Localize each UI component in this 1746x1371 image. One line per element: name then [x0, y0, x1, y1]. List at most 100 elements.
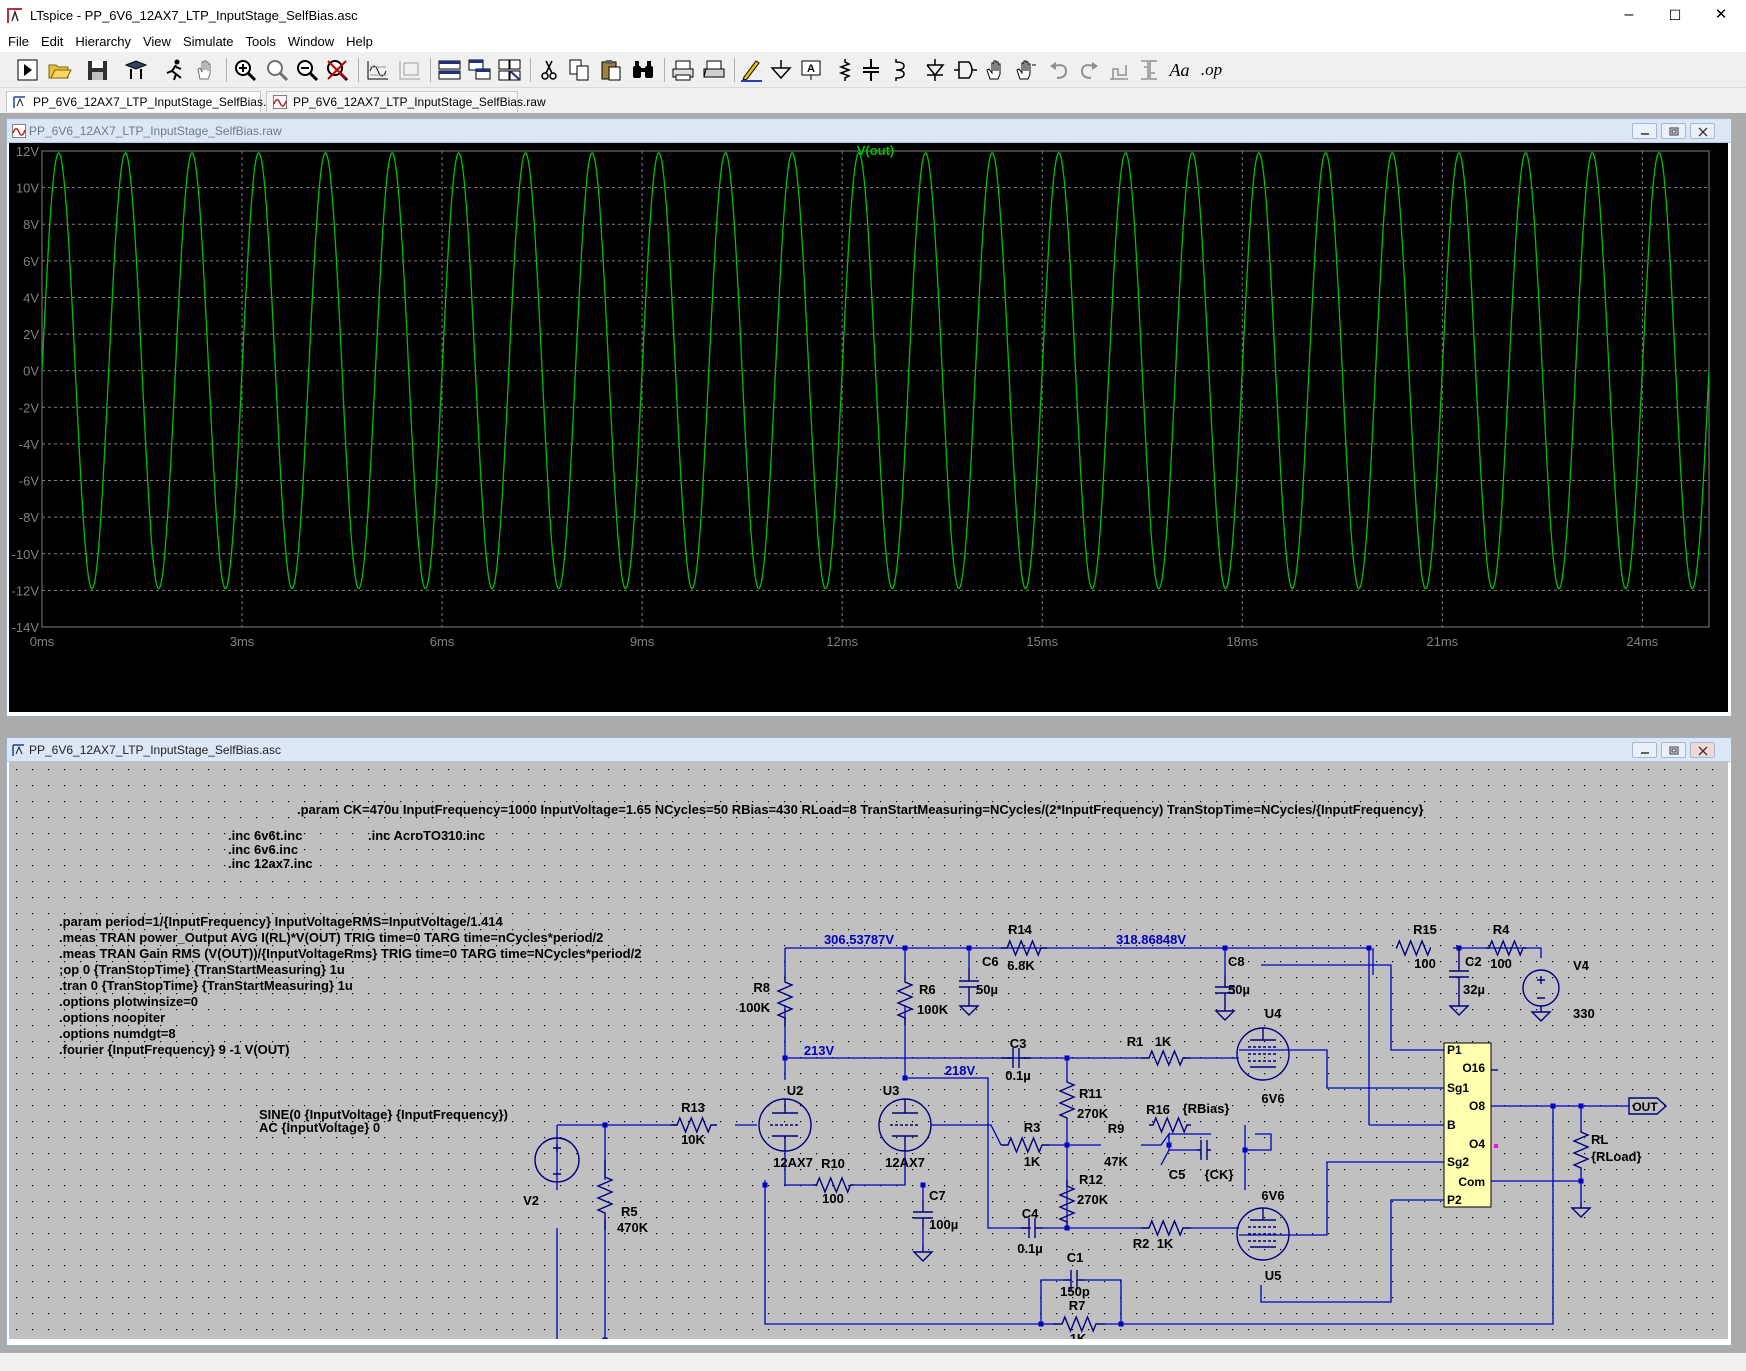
part-label-r4: 100 [1490, 956, 1512, 971]
junction-dot [920, 1182, 926, 1188]
tile-horizontal-icon[interactable] [436, 57, 463, 83]
x-tick-label: 9ms [630, 634, 655, 649]
menu-simulate[interactable]: Simulate [182, 34, 234, 49]
print-setup-icon[interactable] [670, 57, 697, 83]
ground-icon[interactable] [768, 57, 795, 83]
capacitor-icon[interactable] [858, 57, 885, 83]
menu-window[interactable]: Window [287, 34, 335, 49]
wire [1085, 1279, 1122, 1324]
run-man-icon[interactable] [160, 57, 187, 83]
ltspice-logo-icon [7, 8, 22, 23]
inc-acro-directive[interactable]: .inc AcroTO310.inc [368, 828, 486, 843]
part-label-c8: C8 [1228, 954, 1245, 969]
waveform-window-titlebar[interactable]: PP_6V6_12AX7_LTP_InputStage_SelfBias.raw [7, 119, 1731, 143]
menu-edit[interactable]: Edit [40, 34, 64, 49]
copy-icon[interactable] [566, 57, 593, 83]
junction-dot [1064, 1055, 1070, 1061]
waveform-close-button[interactable] [1690, 123, 1715, 139]
part-label-r13: 10K [681, 1132, 705, 1147]
inc-12ax7-directive[interactable]: .inc 12ax7.inc [228, 856, 313, 871]
x-tick-label: 18ms [1226, 634, 1258, 649]
tile-icon[interactable] [496, 57, 523, 83]
junction-dot [1366, 945, 1372, 951]
zoom-in-icon[interactable] [232, 57, 259, 83]
label-net-icon[interactable]: A [798, 57, 825, 83]
zoom-fit-icon[interactable] [324, 57, 351, 83]
undo-icon[interactable] [1046, 57, 1073, 83]
tab-schematic[interactable]: PP_6V6_12AX7_LTP_InputStage_SelfBias.asc [6, 91, 285, 112]
menu-tools[interactable]: Tools [245, 34, 276, 49]
capacitor [959, 968, 979, 1000]
waveform-minimize-button[interactable] [1632, 123, 1657, 139]
zoom-area-icon[interactable] [264, 57, 291, 83]
schematic-close-button[interactable] [1690, 742, 1715, 758]
schematic-maximize-button[interactable] [1661, 742, 1686, 758]
menu-help[interactable]: Help [346, 34, 373, 49]
rotate-icon[interactable] [1106, 57, 1133, 83]
minimize-button[interactable]: – [1624, 6, 1634, 23]
wire [784, 1150, 813, 1186]
x-tick-label: 24ms [1626, 634, 1658, 649]
mirror-icon[interactable] [1136, 57, 1163, 83]
schematic-window-titlebar[interactable]: PP_6V6_12AX7_LTP_InputStage_SelfBias.asc [7, 738, 1731, 762]
menu-view[interactable]: View [142, 34, 171, 49]
x-tick-label: 12ms [826, 634, 858, 649]
inc-6v6-directive[interactable]: .inc 6v6.inc [228, 842, 299, 857]
tab-waveform[interactable]: PP_6V6_12AX7_LTP_InputStage_SelfBias.raw [266, 91, 546, 112]
save-icon[interactable] [84, 57, 111, 83]
v2-source-value[interactable]: SINE(0 {InputVoltage} {InputFrequency}) [259, 1107, 508, 1122]
components[interactable] [534, 939, 1668, 1339]
redo-icon[interactable] [1076, 57, 1103, 83]
find-icon[interactable] [630, 57, 657, 83]
wire-pencil-icon[interactable] [738, 57, 765, 83]
y-tick-label: -6V [19, 474, 40, 489]
move-hand-icon[interactable] [982, 57, 1009, 83]
trace-label: V(out) [857, 143, 895, 158]
menu-file[interactable]: File [8, 34, 29, 49]
print-icon[interactable] [700, 57, 727, 83]
menu-hierarchy[interactable]: Hierarchy [75, 34, 131, 49]
wire [931, 1124, 1002, 1146]
close-button[interactable]: ✕ [1714, 6, 1728, 23]
param-directive[interactable]: .param CK=470u InputFrequency=1000 Input… [297, 802, 1424, 817]
resistor-icon[interactable] [828, 57, 855, 83]
cascade-icon[interactable] [466, 57, 493, 83]
open-icon[interactable] [46, 57, 73, 83]
zoom-out-icon[interactable] [294, 57, 321, 83]
y-tick-label: 6V [23, 254, 39, 269]
control-panel-icon[interactable] [122, 57, 149, 83]
spice-directive-icon[interactable]: .op [1200, 60, 1223, 79]
node-voltage-label: 213V [804, 1043, 835, 1058]
wires[interactable] [556, 945, 1629, 1340]
plot-off-icon[interactable] [396, 57, 423, 83]
wire [1453, 947, 1542, 958]
maximize-button[interactable]: ☐ [1668, 7, 1682, 23]
waveform-maximize-button[interactable] [1661, 123, 1686, 139]
text-icon[interactable]: Aa [1169, 60, 1190, 80]
wire [905, 1077, 1031, 1229]
transformer-pin-label: O4 [1469, 1137, 1485, 1151]
cut-icon[interactable] [536, 57, 563, 83]
run-icon[interactable] [14, 57, 41, 83]
hand-pan-icon[interactable] [192, 57, 219, 83]
inc-6v6t-directive[interactable]: .inc 6v6t.inc [228, 828, 303, 843]
plot-icon[interactable] [364, 57, 391, 83]
capacitor [1449, 948, 1469, 1000]
paste-icon[interactable] [598, 57, 625, 83]
simulation-directives-block[interactable]: .param period=1/{InputFrequency} InputVo… [59, 914, 641, 1058]
v2-ac-value[interactable]: AC {InputVoltage} 0 [259, 1120, 381, 1135]
drag-hand-icon[interactable] [1012, 57, 1039, 83]
y-tick-label: 12V [16, 144, 39, 159]
diode-icon[interactable] [922, 57, 949, 83]
node-voltage-label: 218V [945, 1063, 976, 1078]
component-icon[interactable] [952, 57, 979, 83]
transformer-pin-label: Sg1 [1447, 1081, 1469, 1095]
inductor-icon[interactable] [886, 57, 913, 83]
resistor [1141, 1049, 1191, 1067]
schematic-minimize-button[interactable] [1632, 742, 1657, 758]
minimize-icon [1641, 752, 1649, 754]
